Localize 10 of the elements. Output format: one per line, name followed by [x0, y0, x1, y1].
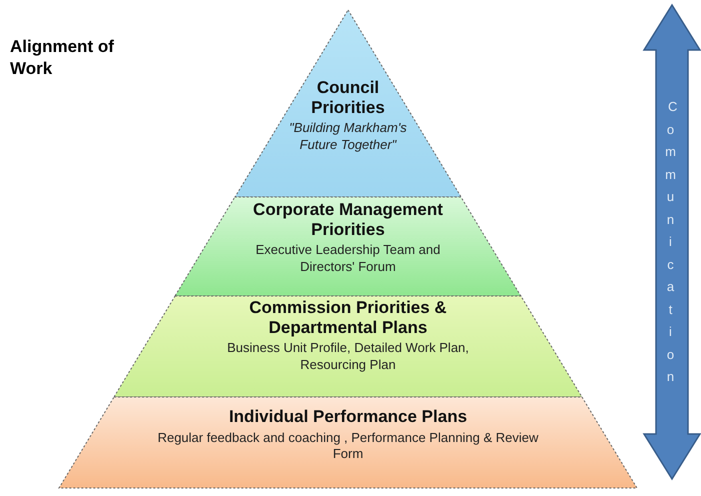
- tier-description: Regular feedback and coaching , Performance Planning & Review Form: [156, 430, 540, 464]
- tier-description: Executive Leadership Team and Directors' Forum: [254, 242, 442, 276]
- tier-heading: Corporate Management Priorities: [252, 200, 444, 240]
- diagram-title: Alignment of Work: [10, 36, 115, 80]
- tier-description: Business Unit Profile, Detailed Work Plan, Resourcing Plan: [226, 340, 470, 374]
- tier-heading: Individual Performance Plans: [228, 407, 468, 427]
- tier-heading: Commission Priorities & Departmental Plans: [248, 298, 448, 338]
- tier-description: "Building Markham's Future Together": [288, 120, 408, 154]
- arrow-label: Communication: [665, 98, 682, 386]
- tier-heading: Council Priorities: [310, 78, 386, 118]
